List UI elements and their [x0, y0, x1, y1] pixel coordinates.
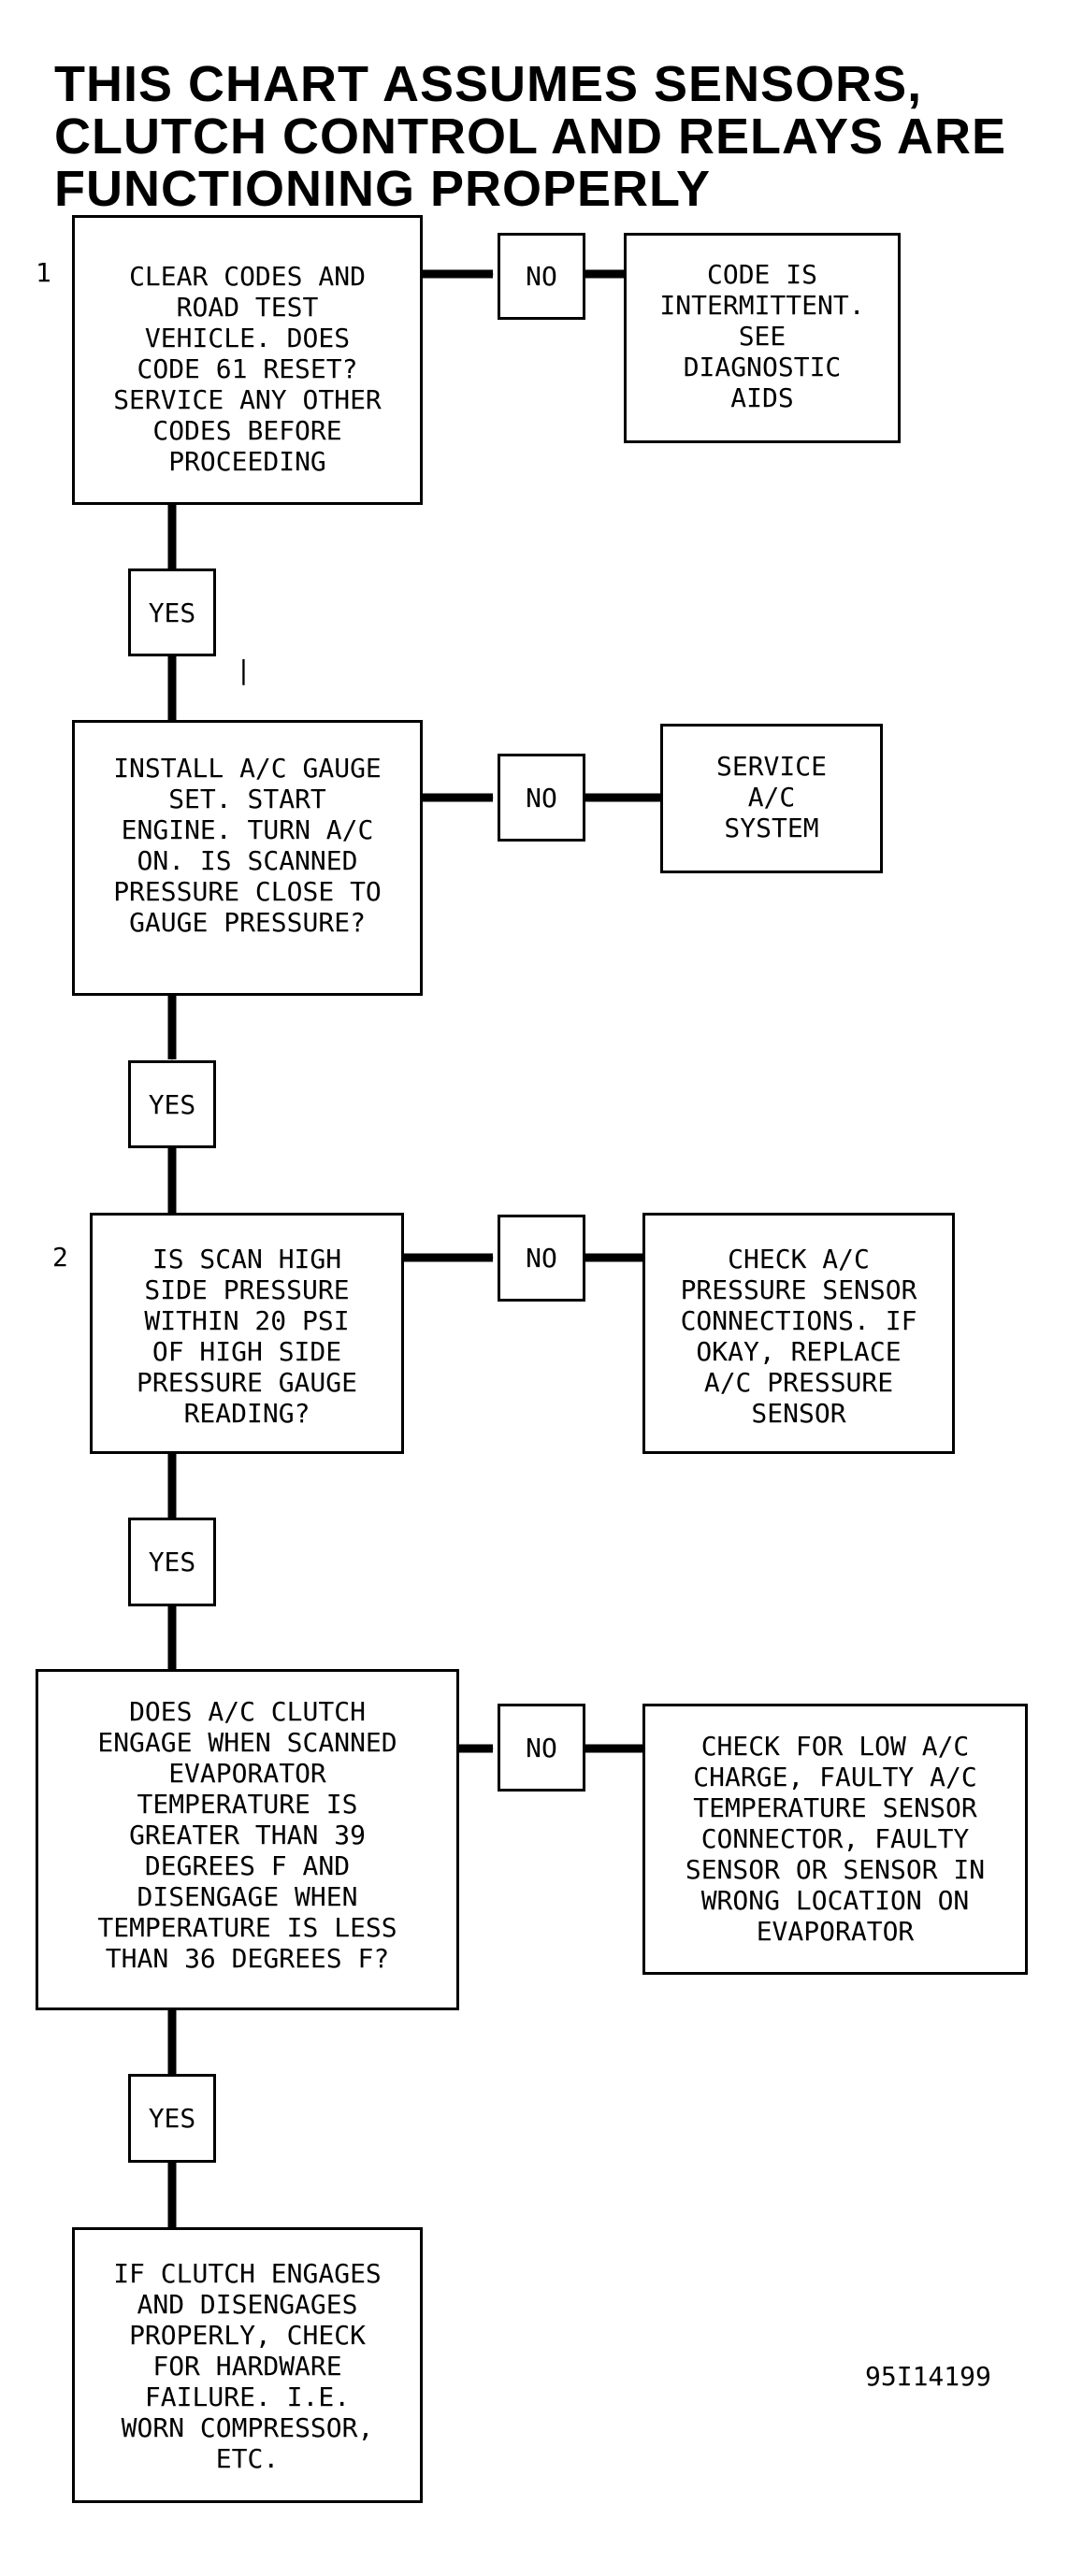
final-line: FAILURE. I.E.	[144, 2382, 351, 2412]
question-line: DISENGAGE WHEN	[137, 1881, 358, 1912]
yes-label: YES	[148, 597, 196, 628]
question-line: EVAPORATOR	[168, 1758, 326, 1789]
result-line: SENSOR	[751, 1398, 846, 1429]
question-line: CODES BEFORE	[152, 415, 342, 446]
title-line: FUNCTIONING PROPERLY	[54, 161, 712, 217]
final-box: IF CLUTCH ENGAGES AND DISENGAGES PROPERL…	[72, 2227, 423, 2503]
yes-box-3: YES	[128, 1518, 216, 1606]
result-line: DIAGNOSTIC	[683, 352, 842, 382]
question-line: TEMPERATURE IS LESS	[97, 1912, 397, 1943]
result-line: OKAY, REPLACE	[696, 1336, 902, 1367]
result-line: SERVICE	[715, 751, 827, 782]
result-line: CONNECTIONS. IF	[680, 1305, 917, 1336]
title-line: THIS CHART ASSUMES SENSORS,	[54, 56, 923, 112]
no-label: NO	[526, 261, 557, 292]
question-line: VEHICLE. DOES	[144, 323, 351, 353]
no-box-1: NO	[498, 233, 585, 320]
question-line: GAUGE PRESSURE?	[129, 907, 366, 938]
question-line: GREATER THAN 39	[129, 1820, 366, 1850]
yes-box-1: YES	[128, 568, 216, 656]
result-line: SEE	[738, 321, 787, 352]
result-line: CHECK FOR LOW A/C	[700, 1731, 970, 1762]
question-box-3: IS SCAN HIGH SIDE PRESSURE WITHIN 20 PSI…	[90, 1213, 404, 1454]
result-line: SENSOR OR SENSOR IN	[685, 1854, 986, 1885]
question-line: PROCEEDING	[168, 446, 326, 477]
result-line: INTERMITTENT.	[659, 290, 865, 321]
final-line: FOR HARDWARE	[152, 2351, 342, 2382]
no-label: NO	[526, 1243, 557, 1274]
result-line: AIDS	[730, 382, 794, 413]
yes-box-4: YES	[128, 2074, 216, 2163]
result-line: CHARGE, FAULTY A/C	[693, 1762, 977, 1792]
no-box-2: NO	[498, 754, 585, 842]
question-line: ROAD TEST	[176, 292, 319, 323]
result-box-1: CODE IS INTERMITTENT. SEE DIAGNOSTIC AID…	[624, 233, 901, 443]
final-line: PROPERLY, CHECK	[129, 2320, 366, 2351]
no-box-4: NO	[498, 1704, 585, 1792]
result-line: PRESSURE SENSOR	[680, 1274, 917, 1305]
question-line: WITHIN 20 PSI	[144, 1305, 350, 1336]
result-line: CONNECTOR, FAULTY	[700, 1823, 970, 1854]
no-label: NO	[526, 782, 557, 813]
question-line: ENGINE. TURN A/C	[121, 814, 374, 845]
question-line: SERVICE ANY OTHER	[113, 384, 382, 415]
question-line: INSTALL A/C GAUGE	[113, 753, 382, 784]
step-number-2: 2	[52, 1242, 68, 1273]
final-line: IF CLUTCH ENGAGES	[113, 2258, 382, 2289]
question-box-1: CLEAR CODES AND ROAD TEST VEHICLE. DOES …	[72, 215, 423, 505]
result-box-3: CHECK A/C PRESSURE SENSOR CONNECTIONS. I…	[642, 1213, 955, 1454]
question-line: SIDE PRESSURE	[144, 1274, 350, 1305]
question-line: TEMPERATURE IS	[137, 1789, 358, 1820]
result-line: A/C	[747, 782, 796, 813]
result-box-2: SERVICE A/C SYSTEM	[660, 724, 883, 873]
question-line: CODE 61 RESET?	[137, 353, 358, 384]
chart-title: THIS CHART ASSUMES SENSORS, CLUTCH CONTR…	[54, 58, 1046, 215]
final-line: WORN COMPRESSOR,	[121, 2412, 374, 2443]
question-line: DOES A/C CLUTCH	[129, 1696, 366, 1727]
figure-code: 95I14199	[865, 2361, 991, 2392]
question-line: THAN 36 DEGREES F?	[105, 1943, 390, 1974]
result-line: SYSTEM	[724, 813, 819, 843]
yes-box-2: YES	[128, 1060, 216, 1148]
question-line: CLEAR CODES AND	[129, 261, 366, 292]
tick-mark: |	[236, 655, 252, 685]
result-line: CHECK A/C	[728, 1244, 870, 1274]
no-box-3: NO	[498, 1215, 585, 1302]
result-line: WRONG LOCATION ON	[700, 1885, 970, 1916]
question-line: PRESSURE GAUGE	[136, 1367, 357, 1398]
title-line: CLUTCH CONTROL AND RELAYS ARE	[54, 108, 1007, 165]
question-line: IS SCAN HIGH	[152, 1244, 342, 1274]
question-line: PRESSURE CLOSE TO	[113, 876, 382, 907]
question-box-2: INSTALL A/C GAUGE SET. START ENGINE. TUR…	[72, 720, 423, 996]
final-line: ETC.	[215, 2443, 280, 2474]
yes-label: YES	[148, 2103, 196, 2134]
result-line: TEMPERATURE SENSOR	[693, 1792, 977, 1823]
final-line: AND DISENGAGES	[137, 2289, 358, 2320]
result-line: EVAPORATOR	[756, 1916, 915, 1947]
question-line: DEGREES F AND	[144, 1850, 351, 1881]
question-box-4: DOES A/C CLUTCH ENGAGE WHEN SCANNED EVAP…	[36, 1669, 459, 2010]
question-line: ON. IS SCANNED	[137, 845, 358, 876]
question-line: ENGAGE WHEN SCANNED	[97, 1727, 397, 1758]
result-line: CODE IS	[706, 259, 817, 290]
question-line: OF HIGH SIDE	[152, 1336, 342, 1367]
step-number-1: 1	[36, 257, 51, 288]
question-line: SET. START	[168, 784, 326, 814]
yes-label: YES	[148, 1547, 196, 1577]
result-box-4: CHECK FOR LOW A/C CHARGE, FAULTY A/C TEM…	[642, 1704, 1028, 1975]
no-label: NO	[526, 1732, 557, 1763]
question-line: READING?	[183, 1398, 310, 1429]
result-line: A/C PRESSURE	[703, 1367, 894, 1398]
yes-label: YES	[148, 1088, 196, 1120]
